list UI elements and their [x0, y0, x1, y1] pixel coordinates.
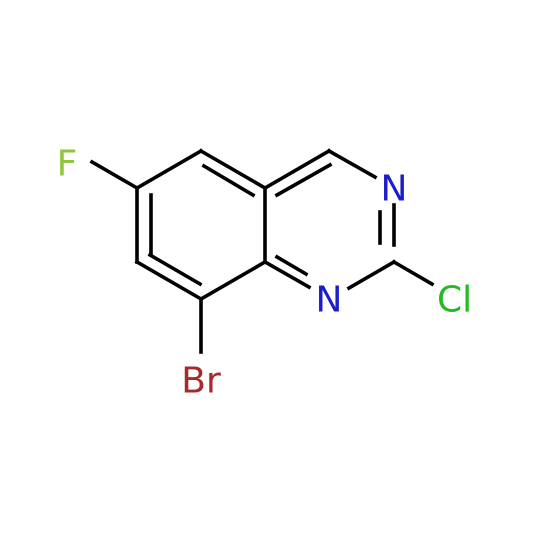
atom-cl-label: Cl: [437, 280, 472, 321]
bond-c6-f: [89, 159, 140, 191]
atom-br-label: Br: [181, 361, 221, 402]
bonds: [89, 148, 435, 354]
bond-c2-n1: [346, 259, 397, 291]
bond-c4a-c4: [262, 148, 332, 191]
bond-n1-c8a: [262, 259, 312, 290]
bond-c2-cl: [391, 259, 435, 287]
atom-n3-label: N: [381, 169, 408, 210]
bond-c8a-c8: [198, 259, 268, 302]
atom-f-label: F: [57, 144, 78, 185]
bond-c4-n3: [326, 148, 378, 180]
atom-labels: F N N Cl Br: [57, 144, 473, 402]
bond-c5-c4a-inner: [201, 163, 256, 198]
bond-c4a-c4-inner: [274, 162, 333, 198]
bond-n1-c8a-inner: [274, 254, 309, 277]
bond-c8-c7-inner: [147, 252, 203, 287]
bond-c6-c5: [134, 148, 204, 191]
atom-n1-label: N: [316, 280, 343, 321]
bond-c5-c4a: [198, 148, 268, 191]
bond-c8-c7: [134, 259, 204, 302]
